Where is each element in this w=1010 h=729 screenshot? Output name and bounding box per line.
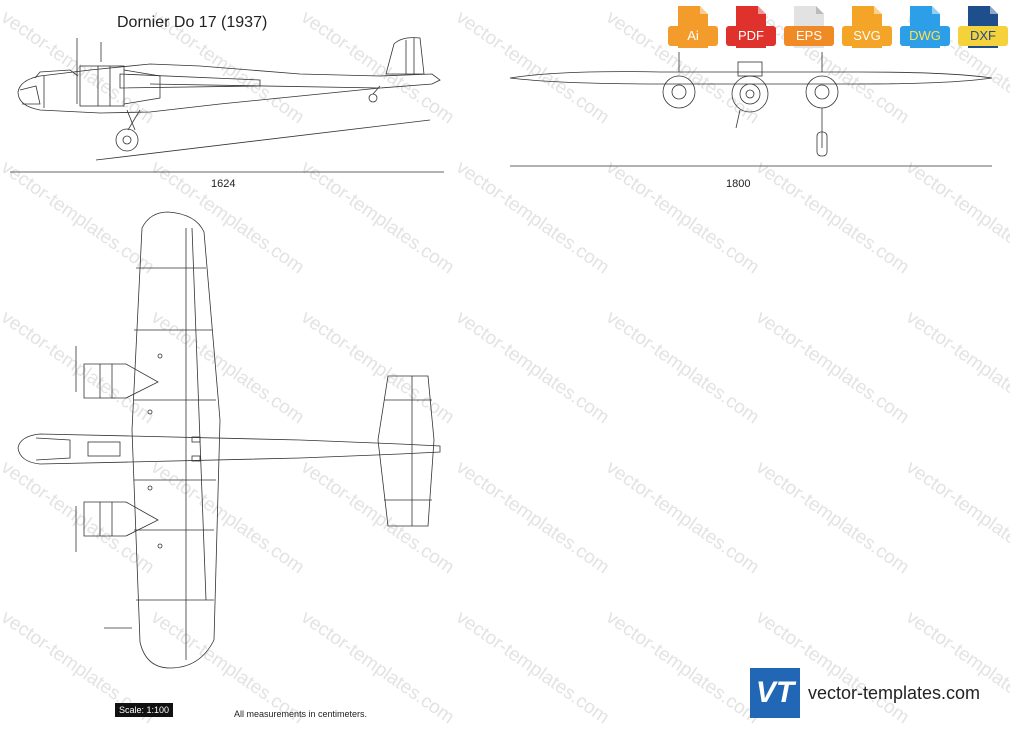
- wingspan-dimension: 1800: [726, 178, 751, 190]
- scale-label: Scale: 1:100: [115, 703, 174, 717]
- ai-format-badge[interactable]: Ai: [668, 4, 718, 52]
- badge-label: Ai: [668, 26, 718, 46]
- badge-label: EPS: [784, 26, 834, 46]
- eps-format-badge[interactable]: EPS: [784, 4, 834, 52]
- svg-format-badge[interactable]: SVG: [842, 4, 892, 52]
- badge-label: DWG: [900, 26, 950, 46]
- badge-label: PDF: [726, 26, 776, 46]
- side-view: [10, 37, 444, 173]
- side-length-dimension: 1624: [211, 178, 236, 190]
- pdf-format-badge[interactable]: PDF: [726, 4, 776, 52]
- page-title: Dornier Do 17 (1937): [117, 14, 268, 31]
- dxf-format-badge[interactable]: DXF: [958, 4, 1008, 52]
- dwg-format-badge[interactable]: DWG: [900, 4, 950, 52]
- brand-block[interactable]: VT vector-templates.com: [750, 668, 980, 718]
- badge-label: SVG: [842, 26, 892, 46]
- brand-site-link[interactable]: vector-templates.com: [808, 682, 981, 703]
- measurement-note: All measurements in centimeters.: [234, 709, 368, 719]
- format-badges: Ai PDF EPS SVG DWG DXF: [668, 4, 1008, 52]
- badge-label: DXF: [958, 26, 1008, 46]
- front-view: [509, 52, 993, 167]
- top-view: [17, 211, 441, 669]
- vt-logo: VT: [750, 668, 800, 718]
